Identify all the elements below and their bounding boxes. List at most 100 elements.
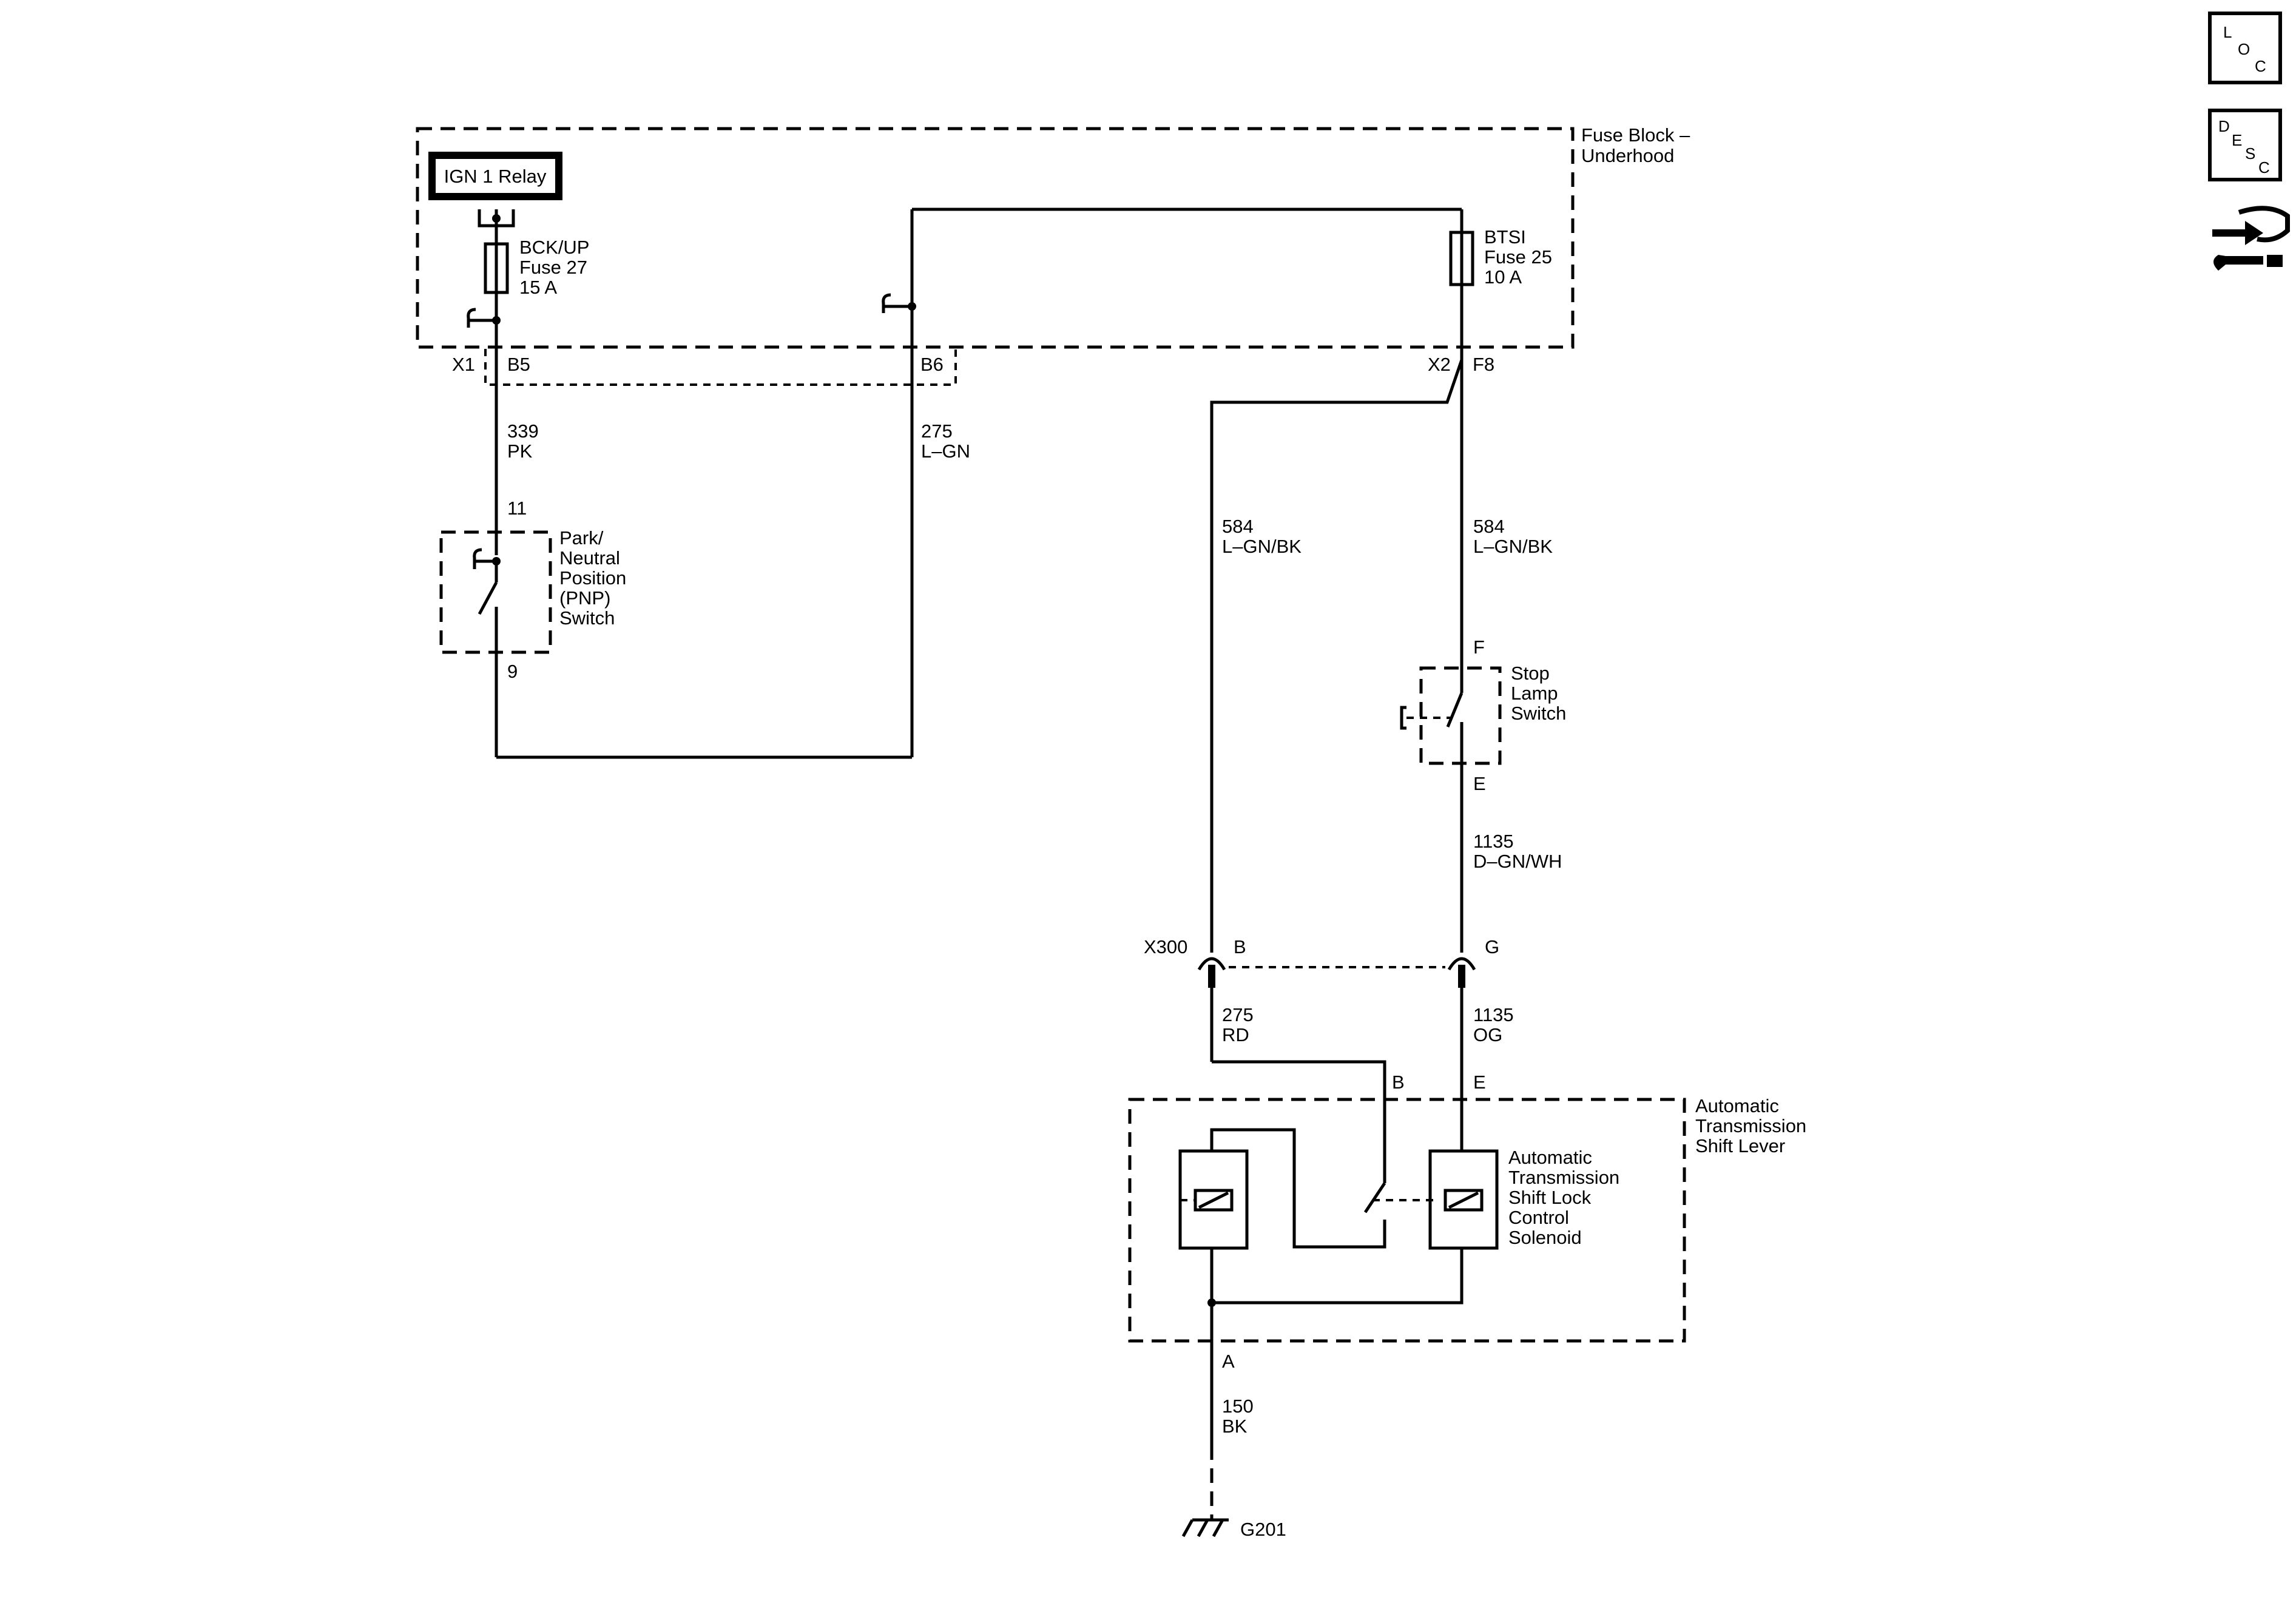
stop-lamp-pin-e: E bbox=[1473, 773, 1486, 794]
fuse25-rating: 10 A bbox=[1484, 266, 1522, 288]
ground-splice-node bbox=[1207, 1298, 1216, 1307]
wire-150-color: BK bbox=[1222, 1416, 1248, 1437]
solenoid-label-3: Shift Lock bbox=[1508, 1187, 1592, 1208]
stop-lamp-label-1: Stop bbox=[1511, 663, 1550, 684]
wire-1135og-color: OG bbox=[1473, 1024, 1502, 1045]
stop-lamp-blade bbox=[1446, 692, 1464, 727]
connector-b5: B5 bbox=[507, 354, 530, 375]
ign1-relay-label: IGN 1 Relay bbox=[444, 166, 547, 187]
shift-lever-pin-b: B bbox=[1392, 1072, 1405, 1093]
stop-lamp-pin-f: F bbox=[1473, 636, 1485, 658]
x1-connector-outline bbox=[484, 349, 957, 386]
desc-icon-e: E bbox=[2232, 131, 2242, 149]
x300-pin-b: B bbox=[1234, 936, 1246, 957]
wire-339-color: PK bbox=[507, 441, 533, 462]
connector-repair-hand-icon bbox=[2238, 206, 2290, 243]
ground-hatch-2 bbox=[1197, 1519, 1209, 1538]
ground-label: G201 bbox=[1240, 1519, 1286, 1540]
fuse27-name: BCK/UP bbox=[519, 237, 589, 258]
pnp-label-3: Position bbox=[559, 567, 626, 589]
shift-lever-pin-a: A bbox=[1222, 1351, 1235, 1372]
pnp-connector-symbol bbox=[473, 548, 482, 569]
solenoid-label-5: Solenoid bbox=[1508, 1227, 1582, 1248]
shift-lever-circuit: 275 RD 1135 OG B E Automatic Transmissio… bbox=[1128, 988, 1806, 1445]
wire-1135-color: D–GN/WH bbox=[1473, 851, 1562, 872]
shift-lever-label-2: Transmission bbox=[1695, 1115, 1806, 1136]
loc-icon-frame bbox=[2208, 12, 2282, 84]
x1-connector-symbol bbox=[467, 308, 476, 328]
connector-f8: F8 bbox=[1473, 354, 1494, 375]
shift-lever-label-3: Shift Lever bbox=[1695, 1135, 1785, 1156]
ground-hatch-3 bbox=[1212, 1519, 1224, 1538]
x300-pin-g: G bbox=[1485, 936, 1499, 957]
x300-female-g bbox=[1447, 957, 1476, 971]
solenoid-coil-stripe bbox=[1448, 1191, 1479, 1209]
pnp-pin-11: 11 bbox=[507, 498, 527, 519]
fuse25-name: BTSI bbox=[1484, 226, 1526, 248]
fuse-block-outline bbox=[416, 127, 1575, 349]
ground-hatch-1 bbox=[1181, 1519, 1194, 1538]
solenoid-label-1: Automatic bbox=[1508, 1147, 1592, 1168]
wire-solenoid-ground bbox=[1212, 1248, 1464, 1305]
x300-label: X300 bbox=[1144, 936, 1187, 957]
wire-275-to-switch bbox=[1212, 1060, 1386, 1183]
connector-x1: X1 bbox=[452, 354, 475, 375]
wire-275-color: L–GN bbox=[921, 441, 970, 462]
left-coil-loop bbox=[1210, 1128, 1386, 1249]
connector-x300: X300 B G bbox=[1144, 936, 1499, 988]
connector-x2: X2 bbox=[1428, 354, 1451, 375]
wire-275-circuit: 275 bbox=[921, 420, 953, 442]
fuse-block-title-2: Underhood bbox=[1581, 145, 1674, 166]
wire-150-circuit: 150 bbox=[1222, 1396, 1254, 1417]
pnp-label-1: Park/ bbox=[559, 527, 604, 549]
pnp-label-2: Neutral bbox=[559, 547, 620, 569]
shift-lock-switch-blade bbox=[1363, 1182, 1386, 1214]
loc-icon-l: L bbox=[2223, 23, 2232, 41]
solenoid-coil bbox=[1443, 1189, 1484, 1212]
desc-icon-d: D bbox=[2218, 117, 2230, 135]
loc-icon[interactable]: L O C bbox=[2208, 12, 2282, 84]
stop-lamp-label-3: Switch bbox=[1511, 703, 1566, 724]
ground-g201: G201 bbox=[1181, 1445, 1286, 1540]
stop-lamp-label-2: Lamp bbox=[1511, 683, 1558, 704]
left-coil-stripe bbox=[1198, 1191, 1229, 1209]
connector-repair-arrow-icon bbox=[2212, 221, 2263, 245]
fuse-block-title-1: Fuse Block – bbox=[1581, 124, 1690, 146]
wire-584-left bbox=[1210, 359, 1464, 953]
fuse25-number: Fuse 25 bbox=[1484, 246, 1552, 268]
wire-275rd-circuit: 275 bbox=[1222, 1004, 1254, 1025]
shift-lever-outline bbox=[1128, 1098, 1686, 1343]
loc-icon-o: O bbox=[2238, 40, 2250, 58]
connector-repair-icon[interactable] bbox=[2212, 206, 2290, 271]
pnp-switch-blade bbox=[478, 581, 498, 615]
fuse27-number: Fuse 27 bbox=[519, 257, 587, 278]
wire-339-circuit: 339 bbox=[507, 420, 539, 442]
stop-lamp-circuit: 584 L–GN/BK 584 L–GN/BK F E Stop Lamp Sw… bbox=[1210, 285, 1566, 953]
wire-1135-circuit: 1135 bbox=[1473, 831, 1514, 852]
wire-584-left-circuit: 584 bbox=[1222, 516, 1254, 537]
fuse-block-underhood: Fuse Block – Underhood IGN 1 Relay BCK/U… bbox=[416, 124, 1690, 386]
loc-icon-c: C bbox=[2255, 57, 2266, 75]
fuse27-rating: 15 A bbox=[519, 277, 557, 298]
shift-lever-label-1: Automatic bbox=[1695, 1095, 1779, 1116]
wire-1135og-circuit: 1135 bbox=[1473, 1004, 1514, 1025]
wire-584-right-color: L–GN/BK bbox=[1473, 536, 1553, 557]
wire-584-left-color: L–GN/BK bbox=[1222, 536, 1302, 557]
connector-b6: B6 bbox=[920, 354, 944, 375]
pnp-pin-9: 9 bbox=[507, 661, 518, 682]
ign1-relay-box bbox=[428, 152, 562, 200]
pnp-circuit: 339 PK 275 L–GN 11 9 Park/ Neutral Posit… bbox=[439, 209, 970, 759]
connector-repair-plug-icon bbox=[2267, 255, 2283, 267]
desc-icon[interactable]: D E S C bbox=[2208, 109, 2282, 181]
shift-lever-pin-e: E bbox=[1473, 1072, 1486, 1093]
x300-female-b bbox=[1197, 957, 1226, 971]
solenoid-label-2: Transmission bbox=[1508, 1167, 1619, 1188]
desc-icon-c: C bbox=[2258, 158, 2270, 177]
wire-584-right-circuit: 584 bbox=[1473, 516, 1505, 537]
pnp-label-5: Switch bbox=[559, 607, 615, 629]
pnp-label-4: (PNP) bbox=[559, 587, 610, 609]
wire-275rd-color: RD bbox=[1222, 1024, 1249, 1045]
wrench-icon bbox=[2213, 255, 2263, 271]
stop-lamp-pedal-symbol bbox=[1400, 706, 1406, 730]
